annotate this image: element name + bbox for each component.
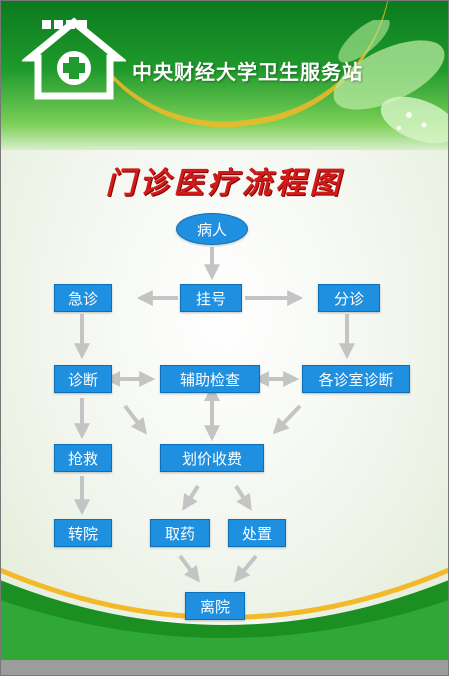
arrow-treatment-discharge: [233, 554, 258, 583]
header-banner: 中央财经大学卫生服务站: [0, 0, 449, 155]
arrow-dept-billing: [272, 404, 302, 435]
clinic-house-cross-icon: [22, 17, 126, 100]
node-register: 挂号: [180, 284, 242, 312]
node-transfer: 转院: [54, 519, 112, 547]
chart-title: 门诊医疗流程图: [105, 166, 344, 201]
node-emergency: 急诊: [54, 284, 112, 312]
node-auxiliary-exam: 辅助检查: [160, 365, 260, 393]
node-triage: 分诊: [318, 284, 380, 312]
node-rescue: 抢救: [54, 444, 112, 472]
node-discharge: 离院: [185, 592, 245, 620]
footer-swoosh: [0, 567, 449, 676]
node-billing: 划价收费: [160, 444, 264, 472]
node-pharmacy: 取药: [150, 519, 210, 547]
arrow-diagnosis-billing: [123, 404, 147, 435]
arrow-billing-pharmacy: [182, 484, 200, 511]
node-patient: 病人: [176, 213, 248, 245]
leaves-decoration: [333, 20, 449, 144]
node-diagnosis: 诊断: [54, 365, 112, 393]
arrow-billing-treatment: [234, 484, 252, 511]
node-treatment: 处置: [228, 519, 286, 547]
node-dept-diagnosis: 各诊室诊断: [302, 365, 410, 393]
arrow-pharmacy-discharge: [178, 554, 200, 583]
site-title: 中央财经大学卫生服务站: [132, 60, 363, 84]
